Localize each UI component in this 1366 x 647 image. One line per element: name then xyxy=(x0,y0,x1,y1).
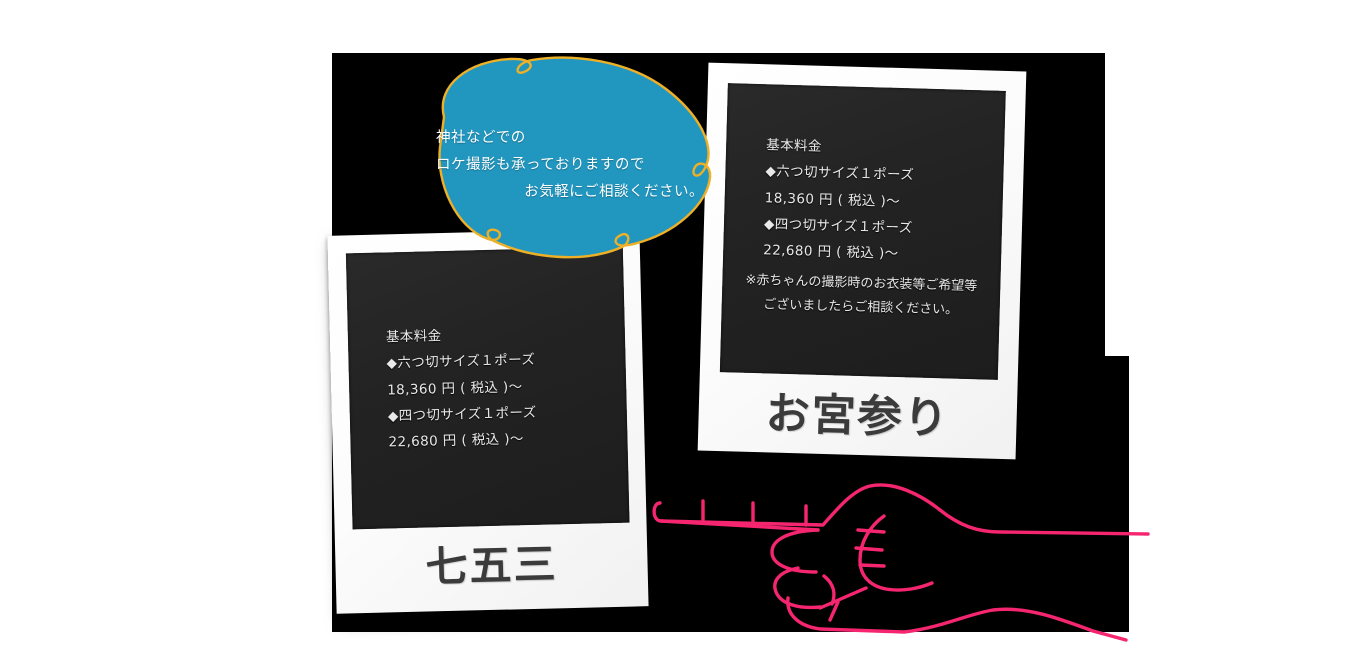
polaroid-photo-omiyamairi: 基本料金 ◆六つ切サイズ１ポーズ 18,360 円 ( 税込 )〜 ◆四つ切サイ… xyxy=(719,83,1006,380)
bubble-line-2: ロケ撮影も承っておりますので xyxy=(436,156,645,173)
speech-bubble-shape xyxy=(438,56,712,259)
price-row-label-2: ◆四つ切サイズ１ポーズ xyxy=(763,216,913,237)
polaroid-caption-shichigosan: 七五三 xyxy=(424,539,559,592)
price-heading: 基本料金 xyxy=(765,137,823,155)
price-row-amount-2: 22,680 円 ( 税込 )〜 xyxy=(388,431,524,451)
price-row-label-1: ◆六つ切サイズ１ポーズ xyxy=(765,163,915,184)
price-row-label-2: ◆四つ切サイズ１ポーズ xyxy=(387,404,537,425)
price-row-label-1: ◆六つ切サイズ１ポーズ xyxy=(386,352,536,372)
speech-bubble-callout: 神社などでの ロケ撮影も承っておりますので お気軽にご相談ください。 xyxy=(414,55,724,260)
price-block-omiyamairi: 基本料金 ◆六つ切サイズ１ポーズ 18,360 円 ( 税込 )〜 ◆四つ切サイ… xyxy=(763,132,915,268)
pointing-hand-icon xyxy=(652,483,1150,642)
price-row-amount-2: 22,680 円 ( 税込 )〜 xyxy=(763,242,899,263)
polaroid-photo-shichigosan: 基本料金 ◆六つ切サイズ１ポーズ 18,360 円 ( 税込 )〜 ◆四つ切サイ… xyxy=(345,246,630,530)
polaroid-card-omiyamairi[interactable]: 基本料金 ◆六つ切サイズ１ポーズ 18,360 円 ( 税込 )〜 ◆四つ切サイ… xyxy=(697,62,1027,460)
pointing-hand-illustration xyxy=(648,468,1150,647)
bubble-line-1: 神社などでの xyxy=(436,130,526,146)
polaroid-caption-omiyamairi: お宮参り xyxy=(764,388,951,445)
speech-bubble-text: 神社などでの ロケ撮影も承っておりますので お気軽にご相談ください。 xyxy=(436,125,704,205)
photo-note-omiyamairi: ※赤ちゃんの撮影時のお衣装等ご希望等 ございましたらご相談ください。 xyxy=(721,268,1000,324)
price-row-amount-1: 18,360 円 ( 税込 )〜 xyxy=(764,189,901,210)
price-heading: 基本料金 xyxy=(385,328,442,346)
bubble-line-3: お気軽にご相談ください。 xyxy=(524,183,704,200)
price-block-shichigosan: 基本料金 ◆六つ切サイズ１ポーズ 18,360 円 ( 税込 )〜 ◆四つ切サイ… xyxy=(386,321,538,456)
price-row-amount-1: 18,360 円 ( 税込 )〜 xyxy=(387,378,523,399)
polaroid-card-shichigosan[interactable]: 基本料金 ◆六つ切サイズ１ポーズ 18,360 円 ( 税込 )〜 ◆四つ切サイ… xyxy=(327,228,649,614)
